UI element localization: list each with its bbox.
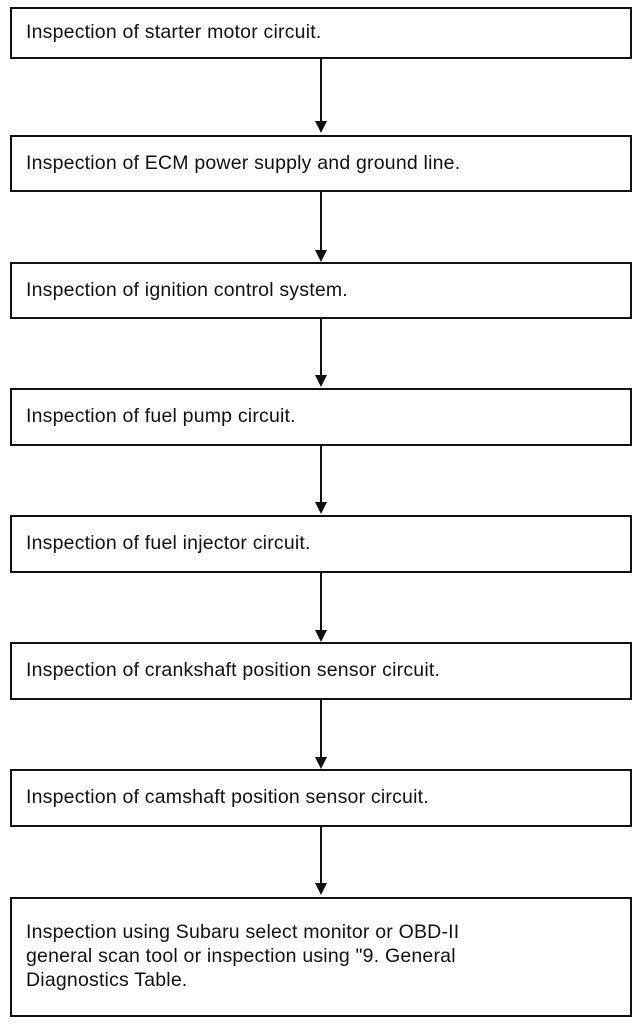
- step-box-ignition-control: Inspection of ignition control system.: [10, 262, 632, 319]
- step-label: Inspection using Subaru select monitor o…: [26, 921, 460, 991]
- step-label: Inspection of fuel pump circuit.: [26, 405, 296, 428]
- step-label: Inspection of ECM power supply and groun…: [26, 151, 461, 174]
- step-box-fuel-pump: Inspection of fuel pump circuit.: [10, 388, 632, 446]
- step-box-camshaft-sensor: Inspection of camshaft position sensor c…: [10, 769, 632, 827]
- step-box-ecm-power-supply: Inspection of ECM power supply and groun…: [10, 135, 632, 192]
- step-box-fuel-injector: Inspection of fuel injector circuit.: [10, 515, 632, 573]
- step-box-starter-motor: Inspection of starter motor circuit.: [10, 7, 632, 59]
- step-label: Inspection of camshaft position sensor c…: [26, 786, 429, 809]
- step-label: Inspection of fuel injector circuit.: [26, 532, 311, 555]
- step-label: Inspection of ignition control system.: [26, 278, 348, 301]
- step-box-crankshaft-sensor: Inspection of crankshaft position sensor…: [10, 642, 632, 700]
- step-box-select-monitor-scan-tool: Inspection using Subaru select monitor o…: [10, 897, 632, 1017]
- step-label: Inspection of crankshaft position sensor…: [26, 659, 441, 682]
- step-label: Inspection of starter motor circuit.: [26, 21, 322, 44]
